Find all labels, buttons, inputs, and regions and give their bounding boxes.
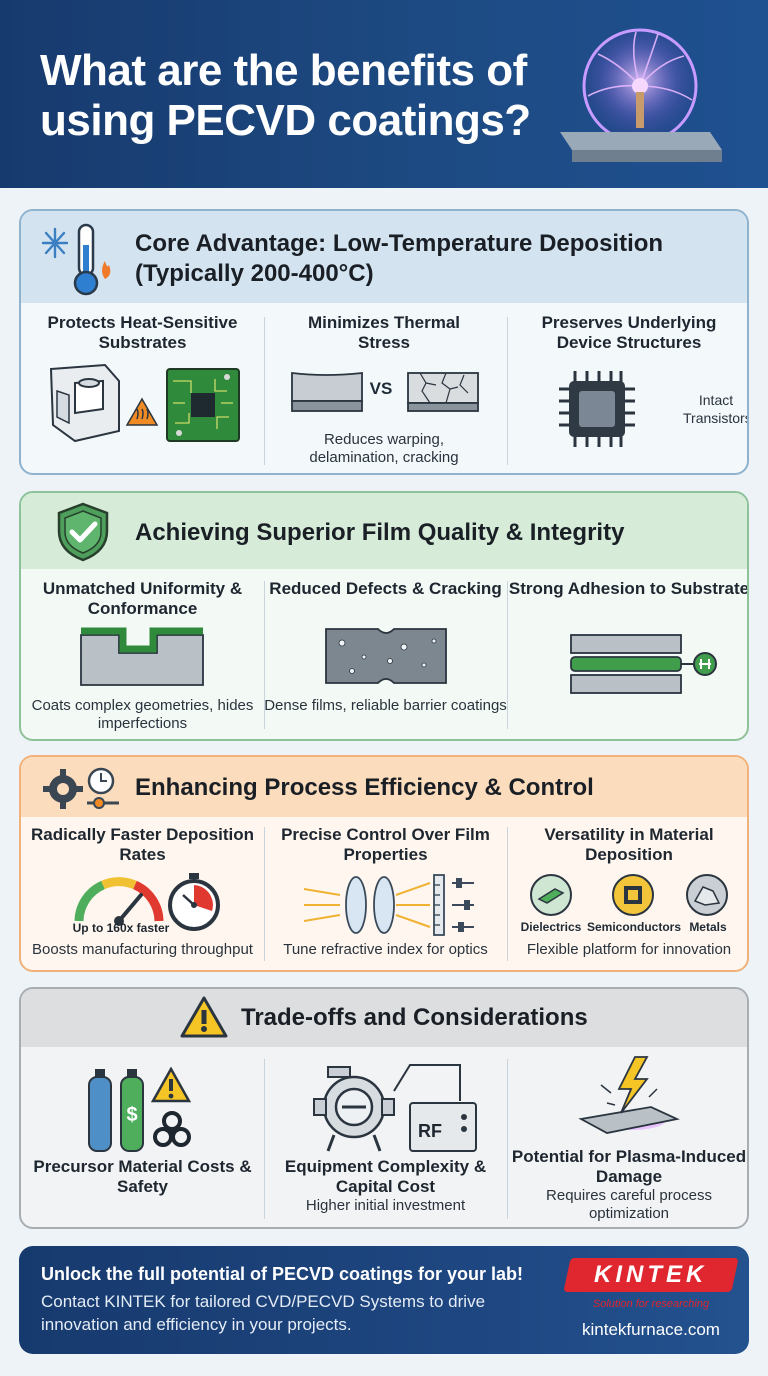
column-title: Equipment Complexity & Capital Cost [284,1157,487,1196]
process-efficiency-title: Enhancing Process Efficiency & Control [135,774,594,801]
column-divider [264,581,265,729]
deposition-rate-column: Radically Faster Deposition Rates Up to … [21,757,264,970]
tradeoffs-header: Trade-offs and Considerations [21,989,747,1047]
equipment-column: RF Equipment Complexity & Capital Cost H… [264,989,507,1227]
core-advantage-header: Core Advantage: Low-Temperature Depositi… [21,211,747,303]
column-caption: Higher initial investment [305,1197,466,1214]
column-title: Precursor Material Costs & Safety [33,1157,252,1196]
kintek-logo[interactable]: KINTEK [563,1258,739,1292]
column-title: Reduced Defects & Cracking [269,579,502,598]
film-quality-title: Achieving Superior Film Quality & Integr… [135,519,625,546]
plasma-damage-column: Potential for Plasma-Induced Damage Requ… [507,989,747,1227]
cta-body: Contact KINTEK for tailored CVD/PECVD Sy… [41,1292,486,1334]
biohazard-icon [151,1109,193,1151]
uniformity-column: Unmatched Uniformity & Conformance Coats… [21,493,264,739]
adhesion-column: Strong Adhesion to Substrate [507,493,749,739]
column-title: Preserves Underlying Device Structures [541,313,717,352]
website-link[interactable]: kintekfurnace.com [582,1320,720,1339]
intact-transistors-label: Intact Transistors [683,392,749,426]
dielectric-icon [529,873,573,917]
circuit-board-icon [165,367,241,443]
film-quality-section: Achieving Superior Film Quality & Integr… [19,491,749,741]
versus-label: VS [369,379,393,398]
material-label: Dielectrics [520,920,582,934]
column-title: Radically Faster Deposition Rates [31,825,254,864]
material-label: Metals [689,920,727,934]
column-divider [507,827,508,961]
semiconductor-icon [611,873,655,917]
column-divider [264,317,265,465]
conformal-coating-icon [79,623,205,687]
column-divider [507,1059,508,1219]
tradeoffs-title: Trade-offs and Considerations [241,1004,588,1031]
dense-film-icon [324,627,448,685]
column-caption: Dense films, reliable barrier coatings [264,697,507,714]
film-control-column: Precise Control Over Film Properties T [264,757,507,970]
thermal-stress-column: Minimizes Thermal Stress VS Reduces warp… [264,211,507,473]
thermometer-snowflake-icon [39,221,121,297]
column-title: Potential for Plasma-Induced Damage [511,1147,747,1186]
speed-label: Up to 160x faster [72,921,170,935]
column-caption: Tune refractive index for optics [283,941,488,958]
smooth-layer-icon [290,371,364,413]
adhesion-layers-icon [569,633,719,697]
optical-lens-control-icon [300,873,476,937]
metal-icon [685,873,729,917]
process-efficiency-section: Enhancing Process Efficiency & Control R… [19,755,749,972]
hot-surface-warning-icon [125,397,159,427]
core-advantage-title: Core Advantage: Low-Temperature Depositi… [135,230,664,287]
process-efficiency-header: Enhancing Process Efficiency & Control [21,757,747,817]
gas-cylinders-icon: $ [85,1067,149,1153]
rf-label: RF [418,1121,442,1141]
speed-gauge-icon [73,873,165,927]
reduced-defects-column: Reduced Defects & Cracking Dense films, … [264,493,507,739]
material-versatility-column: Versatility in Material Deposition Diele… [507,757,747,970]
column-title: Protects Heat-Sensitive Substrates [47,313,238,352]
column-title: Versatility in Material Deposition [544,825,714,864]
column-title: Strong Adhesion to Substrate [508,579,749,598]
plasma-globe-icon [550,14,730,174]
column-caption: Reduces warping, delamination, cracking [309,431,459,466]
shield-check-icon [55,501,111,563]
column-divider [507,317,508,465]
column-title: Minimizes Thermal Stress [307,313,461,352]
call-to-action-banner: Unlock the full potential of PECVD coati… [19,1246,749,1354]
device-structures-column: Preserves Underlying Device Structures I… [507,211,749,473]
cta-title: Unlock the full potential of PECVD coati… [41,1264,524,1284]
column-divider [264,827,265,961]
hazard-warning-icon [151,1067,191,1103]
column-caption: Requires careful process optimization [546,1187,712,1222]
column-divider [507,581,508,729]
precursor-column: $ Precursor Material Costs & Safety [21,989,264,1227]
column-title: Unmatched Uniformity & Conformance [42,579,243,618]
cracked-layer-icon [406,371,480,413]
core-advantage-section: Core Advantage: Low-Temperature Depositi… [19,209,749,475]
svg-text:$: $ [126,1104,137,1126]
page-header: What are the benefits of using PECVD coa… [0,0,768,188]
stopwatch-icon [167,871,221,933]
warning-icon [179,995,229,1039]
logo-tagline: Solution for researching [592,1298,710,1310]
gear-clock-icon [41,765,121,811]
column-caption: Boosts manufacturing throughput [32,941,253,958]
microchip-icon [555,367,639,451]
tradeoffs-section: Trade-offs and Considerations $ [19,987,749,1229]
column-caption: Coats complex geometries, hides imperfec… [31,697,254,732]
heat-sensitive-column: Protects Heat-Sensitive Substrates [21,211,264,473]
plastic-part-icon [45,361,125,447]
column-caption: Flexible platform for innovation [526,941,732,958]
material-label: Semiconductors [587,920,682,934]
column-divider [264,1059,265,1219]
film-quality-header: Achieving Superior Film Quality & Integr… [21,493,747,569]
column-title: Precise Control Over Film Properties [281,825,490,864]
page-title: What are the benefits of using PECVD coa… [40,46,531,145]
plasma-strike-icon [577,1055,681,1141]
vacuum-chamber-icon: RF [310,1061,480,1155]
